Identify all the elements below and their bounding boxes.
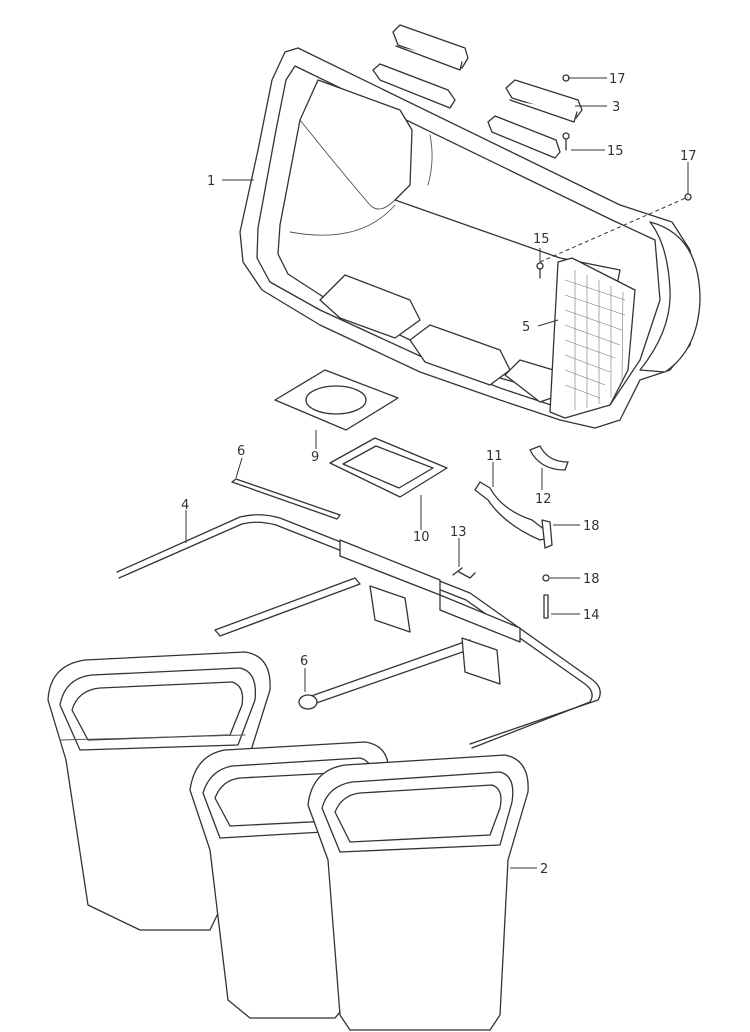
callout-10: 10 <box>413 530 430 545</box>
screws <box>536 74 692 279</box>
callout-13: 13 <box>450 525 467 540</box>
rod <box>231 478 341 520</box>
callout-9: 9 <box>311 450 319 465</box>
callout-18-lower: 18 <box>583 572 600 587</box>
gasket <box>274 369 399 431</box>
callout-2: 2 <box>540 862 548 877</box>
callout-1: 1 <box>207 174 215 189</box>
callout-17-right: 17 <box>680 149 697 164</box>
mounting-bracket <box>392 24 583 123</box>
callout-18-upper: 18 <box>583 519 600 534</box>
callout-14: 14 <box>583 608 600 623</box>
hose <box>529 445 569 471</box>
small-pins <box>452 519 553 619</box>
callout-3: 3 <box>612 100 620 115</box>
callout-6-cap: 6 <box>300 654 308 669</box>
callout-15-top: 15 <box>607 144 624 159</box>
bin-right <box>307 754 529 1031</box>
callout-12: 12 <box>535 492 552 507</box>
callout-5: 5 <box>522 320 530 335</box>
frame-plate <box>329 437 448 498</box>
callout-11: 11 <box>486 449 503 464</box>
leader-lines <box>185 77 689 869</box>
callout-6-rod: 6 <box>237 444 245 459</box>
hopper-cover <box>239 47 701 429</box>
frame-tube <box>116 514 601 749</box>
grill-panel <box>549 257 636 419</box>
callout-15-mid: 15 <box>533 232 550 247</box>
callout-17-top: 17 <box>609 72 626 87</box>
callout-4: 4 <box>181 498 189 513</box>
lever <box>474 481 549 541</box>
callout-labels: 1 2 3 4 5 6 6 8 9 10 11 12 13 14 15 15 1… <box>181 72 697 877</box>
